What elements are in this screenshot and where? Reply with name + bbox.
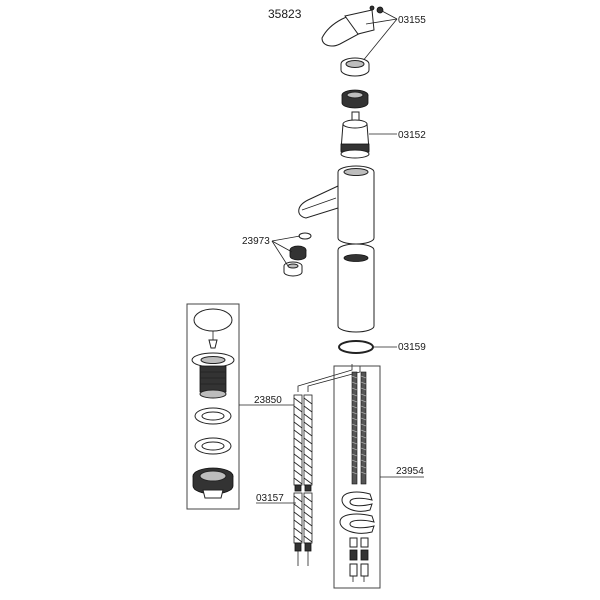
model-number-title: 35823	[268, 7, 302, 21]
aerator-parts	[283, 232, 312, 277]
label-23954: 23954	[396, 466, 424, 477]
cartridge	[340, 111, 370, 159]
label-03152: 03152	[398, 130, 426, 141]
handle-lever	[321, 5, 384, 47]
extension-riser	[337, 243, 375, 333]
leader-23973-a	[271, 235, 301, 242]
label-03159: 03159	[398, 342, 426, 353]
label-03155: 03155	[398, 15, 426, 26]
mounting-kit	[339, 371, 375, 582]
leader-03155-a	[381, 10, 398, 20]
leader-03155-c	[361, 18, 398, 63]
label-23973: 23973	[242, 236, 270, 247]
label-03157: 03157	[256, 493, 284, 504]
leader-23973-c	[271, 240, 289, 267]
label-23850: 23850	[254, 395, 282, 406]
cap-ring	[340, 57, 370, 77]
drain-assembly-box	[186, 303, 240, 510]
leader-03155-b	[365, 18, 398, 25]
leader-23973-b	[271, 240, 293, 253]
flexible-hoses	[293, 364, 361, 566]
drain-assembly	[191, 308, 235, 499]
o-ring	[338, 340, 374, 354]
locking-nut	[341, 89, 369, 109]
faucet-body	[298, 165, 375, 245]
